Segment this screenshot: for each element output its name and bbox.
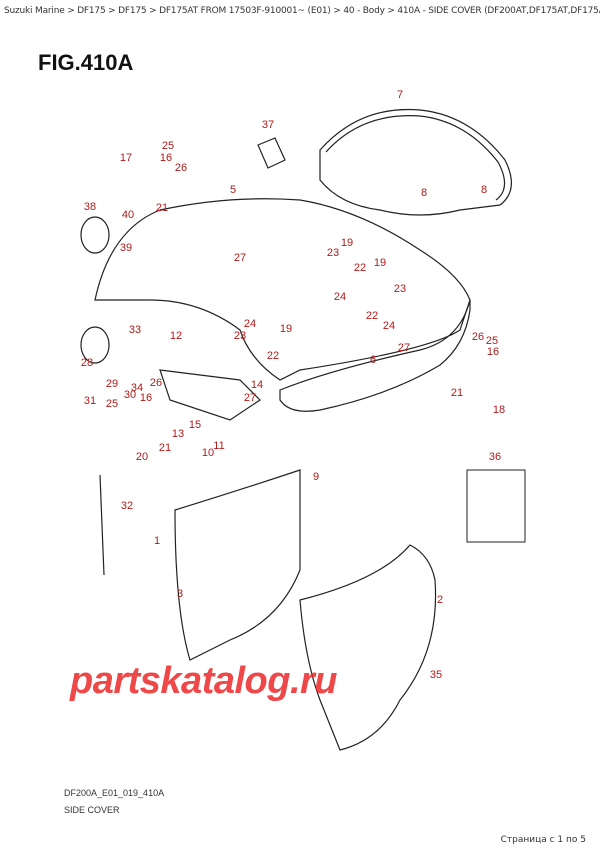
seal-ring [319,108,512,216]
part-callout[interactable]: 13 [171,428,185,440]
part-callout[interactable]: 21 [450,387,464,399]
part-callout[interactable]: 26 [174,162,188,174]
part-callout[interactable]: 26 [471,331,485,343]
caution-label [466,469,526,543]
part-callout[interactable]: 19 [279,323,293,335]
part-callout[interactable]: 22 [353,262,367,274]
part-callout[interactable]: 38 [83,201,97,213]
part-callout[interactable]: 21 [158,442,172,454]
part-callout[interactable]: 22 [365,310,379,322]
part-callout[interactable]: 12 [169,330,183,342]
part-callout[interactable]: 9 [312,471,320,483]
part-callout[interactable]: 8 [420,187,428,199]
grommet [80,216,110,254]
part-callout[interactable]: 19 [373,257,387,269]
cable-tie [99,474,105,576]
part-callout[interactable]: 16 [159,152,173,164]
part-callout[interactable]: 22 [266,350,280,362]
part-callout[interactable]: 27 [243,392,257,404]
part-callout[interactable]: 37 [261,119,275,131]
part-callout[interactable]: 6 [369,354,377,366]
part-callout[interactable]: 5 [229,184,237,196]
part-callout[interactable]: 1 [153,535,161,547]
part-callout[interactable]: 15 [188,419,202,431]
upper-cover [94,198,471,381]
part-callout[interactable]: 23 [393,283,407,295]
part-callout[interactable]: 35 [429,669,443,681]
part-callout[interactable]: 27 [397,342,411,354]
part-callout[interactable]: 28 [80,357,94,369]
part-callout[interactable]: 27 [233,252,247,264]
figure-title: FIG.410A [38,50,134,75]
grommet-2 [80,326,110,364]
part-callout[interactable]: 24 [243,318,257,330]
breadcrumb[interactable]: Suzuki Marine > DF175 > DF175 > DF175AT … [4,6,600,16]
side-cover-band [279,299,471,412]
part-callout[interactable]: 16 [139,392,153,404]
part-callout[interactable]: 32 [120,500,134,512]
part-callout[interactable]: 40 [121,209,135,221]
part-callout[interactable]: 29 [105,378,119,390]
part-callout[interactable]: 23 [326,247,340,259]
lower-cover-2 [299,544,437,751]
part-callout[interactable]: 31 [83,395,97,407]
part-callout[interactable]: 16 [486,346,500,358]
part-callout[interactable]: 30 [123,389,137,401]
part-callout[interactable]: 20 [135,451,149,463]
part-callout[interactable]: 8 [480,184,488,196]
part-callout[interactable]: 3 [176,588,184,600]
bracket [159,369,261,421]
caption: SIDE COVER [64,805,120,815]
seal-ring-inner [325,115,506,201]
part-callout[interactable]: 36 [488,451,502,463]
part-callout[interactable]: 33 [128,324,142,336]
part-callout[interactable]: 25 [161,140,175,152]
part-callout[interactable]: 24 [333,291,347,303]
watermark: partskatalog.ru [70,660,338,702]
part-callout[interactable]: 34 [130,382,144,394]
plug-37 [257,137,286,169]
drawing-code: DF200A_E01_019_410A [64,788,165,798]
part-callout[interactable]: 10 [201,447,215,459]
part-callout[interactable]: 39 [119,242,133,254]
part-callout[interactable]: 25 [105,398,119,410]
part-callout[interactable]: 26 [149,377,163,389]
part-callout[interactable]: 25 [485,335,499,347]
part-callout[interactable]: 24 [382,320,396,332]
part-callout[interactable]: 2 [436,594,444,606]
part-callout[interactable]: 21 [155,202,169,214]
part-callout[interactable]: 23 [233,330,247,342]
pager: Страница с 1 по 5 [500,835,586,845]
part-callout[interactable]: 17 [119,152,133,164]
lower-cover-1 [174,469,301,661]
part-callout[interactable]: 7 [396,89,404,101]
part-callout[interactable]: 11 [213,440,225,452]
part-callout[interactable]: 18 [492,404,506,416]
part-callout[interactable]: 14 [250,379,264,391]
part-callout[interactable]: 19 [340,237,354,249]
